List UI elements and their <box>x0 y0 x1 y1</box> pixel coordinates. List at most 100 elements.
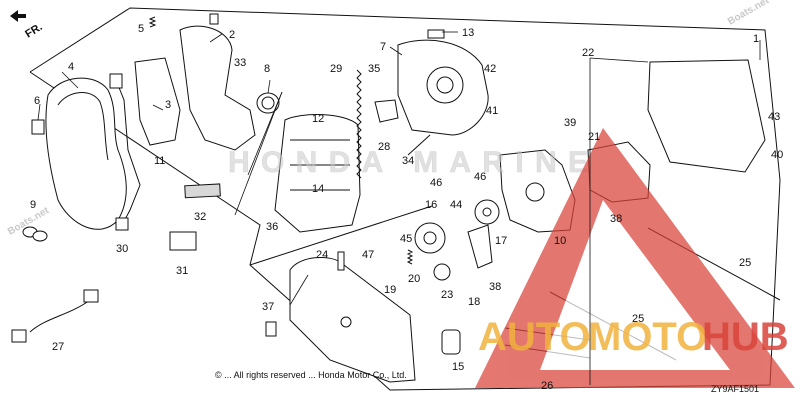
callout-2: 2 <box>229 29 235 41</box>
callout-40: 40 <box>771 149 783 161</box>
housing-bore-inner <box>436 76 454 94</box>
part-bracket <box>427 29 445 39</box>
callout-10: 10 <box>554 235 566 247</box>
part-wire-harness <box>117 84 141 226</box>
part-ring-hole <box>261 96 275 110</box>
part-pin <box>337 251 345 271</box>
callout-8: 8 <box>264 63 270 75</box>
callout-18: 18 <box>468 296 480 308</box>
callout-23: 23 <box>441 289 453 301</box>
part-ring <box>256 92 280 114</box>
lower-housing-hole <box>340 316 352 328</box>
part-main-housing <box>397 39 489 136</box>
callout-31: 31 <box>176 265 188 277</box>
part-washer-2 <box>32 230 48 242</box>
part-sleeve <box>441 329 461 355</box>
watermark-brand-text: AUTO MOTO HUB <box>478 315 789 359</box>
part-knob <box>433 263 451 281</box>
housing-bore <box>426 66 464 104</box>
callout-22: 22 <box>582 47 594 59</box>
part-grip-inner <box>134 57 181 146</box>
harness-connector-bottom <box>115 217 129 231</box>
callout-27: 27 <box>52 341 64 353</box>
callout-43: 43 <box>768 111 780 123</box>
callout-32: 32 <box>194 211 206 223</box>
part-lower-housing <box>289 257 416 383</box>
plate-hole <box>525 182 545 202</box>
part-cable-harness <box>29 299 91 333</box>
callout-21: 21 <box>588 131 600 143</box>
callout-11: 11 <box>154 155 165 167</box>
callout-7: 7 <box>380 41 386 53</box>
watermark-brand-moto: MOTO <box>588 315 707 359</box>
callout-41: 41 <box>486 105 498 117</box>
part-decal <box>169 231 197 251</box>
callout-30: 30 <box>116 243 128 255</box>
watermark-brand-auto: AUTO <box>478 315 591 359</box>
drawing-code: ZY9AF1501 <box>711 384 759 394</box>
part-grip-outer <box>179 25 256 151</box>
callout-14: 14 <box>312 183 324 195</box>
watermark-brand-hub: HUB <box>702 315 789 359</box>
watermark-boats-net-2: Boats.net <box>726 0 772 28</box>
part-label-strip <box>184 183 221 199</box>
part-boot <box>374 99 399 123</box>
frame-line <box>249 205 433 266</box>
part-small-spring <box>406 249 414 265</box>
callout-9: 9 <box>30 199 36 211</box>
callout-numbers: 1 2 3 4 5 6 7 8 9 10 11 12 13 14 15 16 1… <box>30 23 783 392</box>
part-lever <box>467 224 493 269</box>
part-screw-top <box>209 13 219 25</box>
part-cover-shell <box>45 77 127 230</box>
front-direction-arrow: FR. <box>10 10 45 41</box>
callout-38-upper: 38 <box>610 213 622 225</box>
part-long-bolt <box>407 134 431 156</box>
callout-42: 42 <box>484 63 496 75</box>
callout-25-upper: 25 <box>739 257 751 269</box>
callout-25-lower: 25 <box>632 313 644 325</box>
callout-35: 35 <box>368 63 380 75</box>
watermark-automotohub-logo <box>475 128 795 388</box>
callout-33: 33 <box>234 57 246 69</box>
callout-12: 12 <box>312 113 324 125</box>
leader-lines <box>37 31 761 385</box>
callout-13: 13 <box>462 27 474 39</box>
switch-cover-ribs <box>290 139 350 191</box>
callout-6: 6 <box>34 95 40 107</box>
callout-46-right: 46 <box>474 171 486 183</box>
watermark-triangle-inner <box>540 200 730 370</box>
callout-39: 39 <box>564 117 576 129</box>
callout-5: 5 <box>138 23 144 35</box>
part-switch-cover <box>274 114 361 233</box>
direction-label: FR. <box>23 21 44 41</box>
pinion-hub <box>482 207 492 217</box>
callout-36: 36 <box>266 221 278 233</box>
callout-24: 24 <box>316 249 328 261</box>
cable-connector-top <box>83 289 99 303</box>
cover-shell-edge <box>57 92 109 161</box>
part-clip <box>31 119 45 135</box>
callout-17: 17 <box>495 235 507 247</box>
callout-15: 15 <box>452 361 464 373</box>
part-bolt-head <box>265 321 277 337</box>
callout-34: 34 <box>402 155 414 167</box>
part-gasket-plate <box>647 59 766 173</box>
callout-38-lower: 38 <box>489 281 501 293</box>
part-long-spring <box>356 69 362 179</box>
callout-19: 19 <box>384 284 396 296</box>
cable-connector-bottom <box>11 329 27 343</box>
part-gear <box>414 222 446 254</box>
copyright-line: © ... All rights reserved ... Honda Moto… <box>215 370 407 380</box>
harness-connector-top <box>109 73 123 89</box>
gear-hub <box>423 231 437 245</box>
callout-1: 1 <box>753 33 759 45</box>
callout-37: 37 <box>262 301 274 313</box>
callout-4: 4 <box>68 61 74 73</box>
callout-47: 47 <box>362 249 374 261</box>
callout-20: 20 <box>408 273 420 285</box>
callout-46-left: 46 <box>430 177 442 189</box>
callout-44: 44 <box>450 199 462 211</box>
callout-28: 28 <box>378 141 390 153</box>
